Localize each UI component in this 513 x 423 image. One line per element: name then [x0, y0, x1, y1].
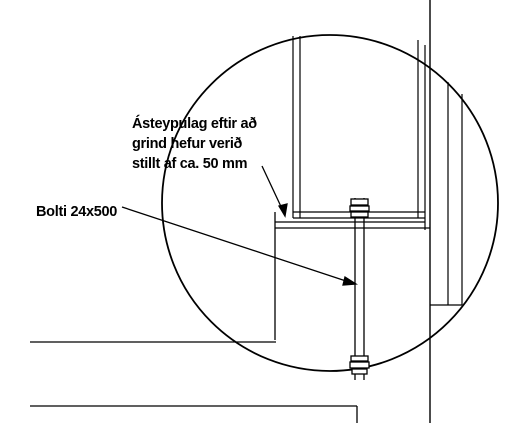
foundation-outline	[30, 341, 358, 423]
casting-note-line2: grind hefur verið	[132, 136, 243, 152]
anchor-bolt	[349, 198, 370, 380]
grout-layer	[274, 212, 430, 340]
steel-column	[292, 36, 426, 230]
casting-note-line1: Ásteypulag eftir að	[132, 115, 257, 132]
detail-circle	[161, 34, 499, 372]
bolt-label: Bolti 24x500	[36, 204, 117, 220]
leader-lines	[121, 165, 358, 286]
wall-outline	[430, 82, 463, 306]
casting-note-line3: stillt af ca. 50 mm	[132, 156, 247, 172]
